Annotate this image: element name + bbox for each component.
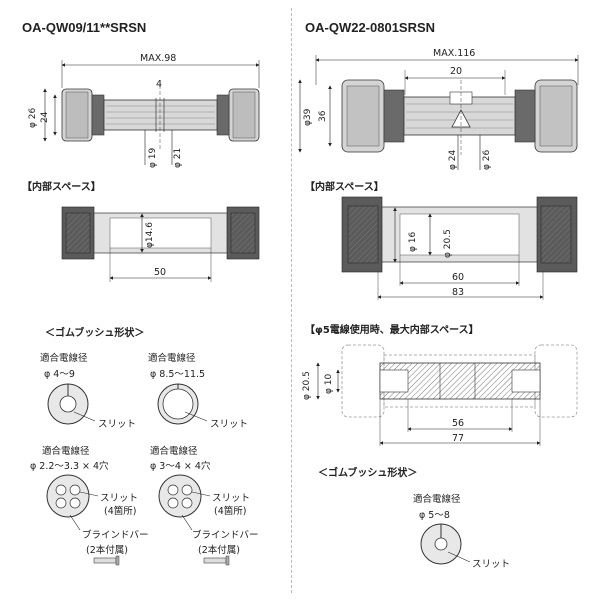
right-inner-space-drawing bbox=[341, 196, 578, 300]
grommet-4-bar-count: (2本付属) bbox=[198, 545, 240, 556]
left-inner-space-drawing bbox=[61, 206, 260, 282]
right-d26-label: φ 26 bbox=[482, 149, 492, 170]
left-d21-label: φ 21 bbox=[173, 147, 183, 168]
left-max-length-label: MAX.98 bbox=[140, 53, 177, 64]
grommet-shape-2 bbox=[157, 383, 208, 425]
right-max-length-label: MAX.116 bbox=[433, 48, 476, 59]
left-connector-drawing bbox=[43, 60, 260, 165]
right-d24-label: φ 24 bbox=[448, 149, 458, 170]
left-inner-heading: 【内部スペース】 bbox=[22, 182, 101, 193]
right-width-20-label: 20 bbox=[450, 66, 463, 77]
grommet-3-range: φ 2.2～3.3 × 4穴 bbox=[30, 461, 109, 472]
section-divider bbox=[291, 8, 292, 593]
right-max-length-77: 77 bbox=[452, 433, 465, 444]
right-inner-d20-label: φ 20.5 bbox=[443, 229, 453, 258]
grommet-2-slit: スリット bbox=[210, 419, 249, 430]
right-grommet-slit: スリット bbox=[472, 559, 511, 570]
grommet-shape-1 bbox=[47, 383, 96, 425]
grommet-4-title: 適合電線径 bbox=[150, 446, 198, 457]
right-d39-label: φ39 bbox=[303, 108, 313, 126]
right-max-d10-label: φ 10 bbox=[324, 373, 334, 394]
grommet-4-slit: スリット bbox=[212, 493, 251, 504]
grommet-1-range: φ 4～9 bbox=[44, 369, 75, 380]
grommet-3-slit: スリット bbox=[100, 493, 139, 504]
left-inner-length-label: 50 bbox=[154, 267, 167, 278]
grommet-shape-4 bbox=[158, 474, 230, 566]
right-max-inner-space-drawing bbox=[316, 344, 578, 446]
grommet-4-range: φ 3～4 × 4穴 bbox=[150, 461, 211, 472]
right-inner-d16-label: φ 16 bbox=[408, 231, 418, 252]
left-model-title: OA-QW09/11**SRSN bbox=[22, 20, 147, 35]
right-connector-drawing bbox=[298, 55, 579, 170]
right-grommet-range: φ 5～8 bbox=[419, 510, 450, 521]
grommet-1-slit: スリット bbox=[98, 419, 137, 430]
grommet-shape-3 bbox=[46, 474, 120, 566]
right-inner-length-60: 60 bbox=[452, 272, 465, 283]
left-grommet-heading: ＜ゴムブッシュ形状＞ bbox=[45, 328, 145, 339]
grommet-1-title: 適合電線径 bbox=[40, 353, 88, 364]
right-inner-length-83: 83 bbox=[452, 287, 465, 298]
left-d26-label: φ 26 bbox=[28, 107, 38, 128]
left-d24-label: 24 bbox=[40, 111, 50, 123]
left-width-4-label: 4 bbox=[156, 79, 163, 90]
left-inner-diameter-label: φ14.6 bbox=[145, 222, 155, 248]
right-inner-heading: 【内部スペース】 bbox=[305, 182, 384, 193]
grommet-3-title: 適合電線径 bbox=[42, 446, 90, 457]
right-grommet-title: 適合電線径 bbox=[413, 494, 461, 505]
right-d36-label: 36 bbox=[318, 110, 328, 122]
right-max-d20-label: φ 20.5 bbox=[302, 371, 312, 400]
right-grommet-heading: ＜ゴムブッシュ形状＞ bbox=[318, 468, 418, 479]
right-max-inner-heading: 【φ5電線使用時、最大内部スペース】 bbox=[305, 325, 479, 336]
grommet-3-slit-count: (4箇所) bbox=[104, 506, 137, 517]
grommet-3-bar: ブラインドバー bbox=[82, 530, 149, 541]
right-max-length-56: 56 bbox=[452, 418, 465, 429]
grommet-4-slit-count: (4箇所) bbox=[214, 506, 247, 517]
grommet-4-bar: ブラインドバー bbox=[192, 530, 259, 541]
right-grommet-shape bbox=[420, 523, 471, 565]
grommet-3-bar-count: (2本付属) bbox=[86, 545, 128, 556]
grommet-2-range: φ 8.5～11.5 bbox=[150, 369, 206, 380]
right-model-title: OA-QW22-0801SRSN bbox=[305, 20, 436, 35]
left-d19-label: φ 19 bbox=[148, 147, 158, 168]
grommet-2-title: 適合電線径 bbox=[148, 353, 196, 364]
